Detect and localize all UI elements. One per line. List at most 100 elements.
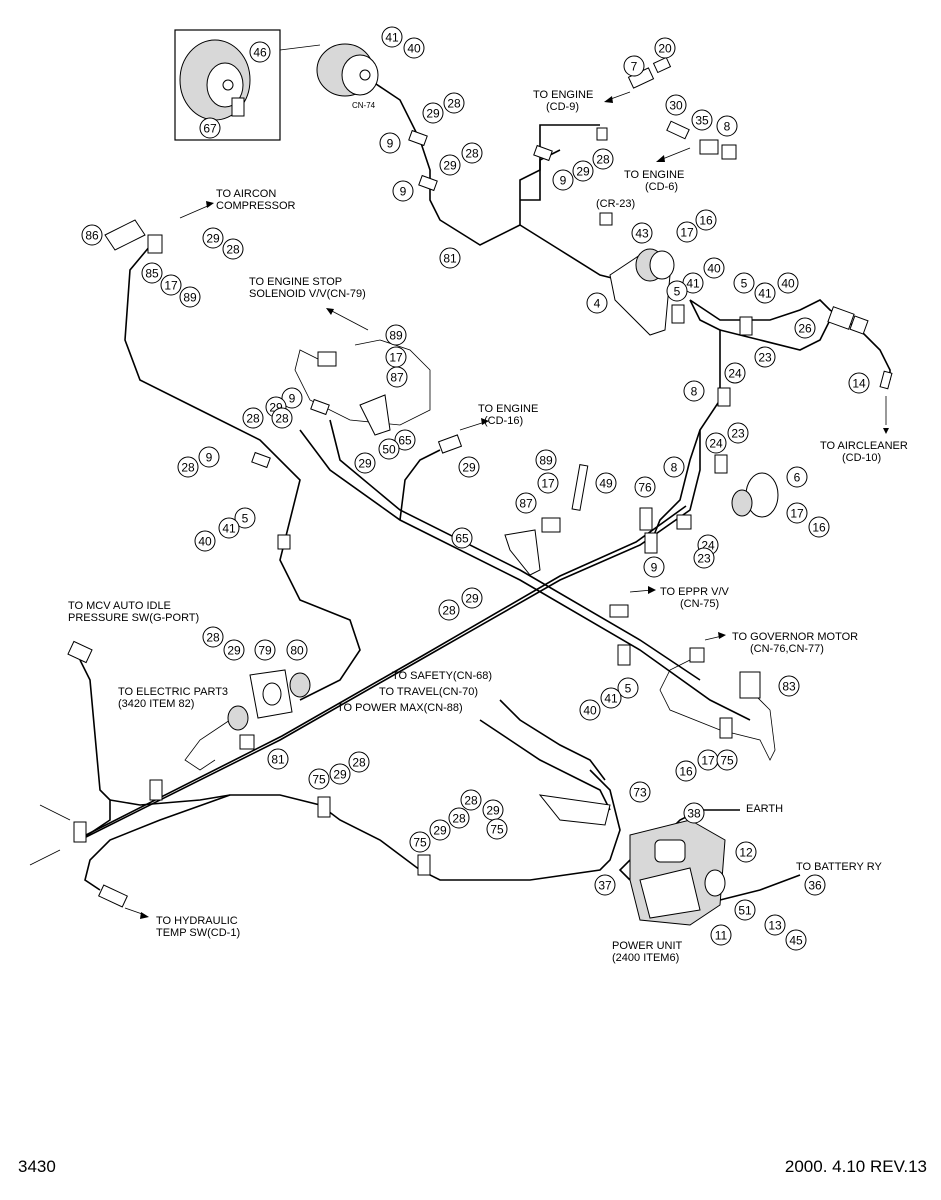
callout-number: 40 [781,277,795,291]
callout-circle [710,924,732,946]
callout-bubble: 50 [378,438,400,460]
callout-number: 12 [739,846,753,860]
label-to-engine-cd9-1: TO ENGINE [533,89,593,101]
callout-bubble: 41 [754,282,776,304]
label-to-engine-cd6-2: (CD-6) [645,181,678,193]
callout-number: 8 [724,120,731,134]
label-to-governor-2: (CN-76,CN-77) [750,643,824,655]
callout-number: 40 [583,704,597,718]
callout-number: 29 [358,457,372,471]
labels: CN-74 TO ENGINE (CD-9) TO ENGINE (CD-6) … [68,89,908,964]
callout-number: 16 [812,521,826,535]
label-to-eppr-1: TO EPPR V/V [660,586,730,598]
callout-number: 89 [389,329,403,343]
callout-number: 28 [181,461,195,475]
callout-number: 49 [599,477,613,491]
callout-circle [663,456,685,478]
callout-bubble: 23 [693,547,715,569]
callout-circle [785,929,807,951]
callout-bubble: 28 [448,807,470,829]
callout-circle [848,372,870,394]
callout-number: 17 [790,507,804,521]
callout-bubble: 75 [486,818,508,840]
parts [29,29,893,926]
callout-circle [461,587,483,609]
label-to-engine-cd9-2: (CD-9) [546,101,579,113]
callout-circle [223,639,245,661]
callout-number: 29 [443,159,457,173]
callout-number: 28 [206,631,220,645]
svg-text:(CD-9): (CD-9) [546,101,579,113]
callout-bubble: 11 [710,924,732,946]
callout-bubble: 86 [81,224,103,246]
label-to-safety: TO SAFETY(CN-68) [392,670,492,682]
callout-number: 17 [701,754,715,768]
callout-circle [179,286,201,308]
callout-circle [535,449,557,471]
callout-circle [592,148,614,170]
callout-bubble: 80 [286,639,308,661]
callout-bubble: 28 [438,599,460,621]
callout-bubble: 24 [705,432,727,454]
callout-number: 28 [465,147,479,161]
callout-number: 41 [686,277,700,291]
callout-number: 79 [258,644,272,658]
callout-bubble: 5 [733,272,755,294]
callout-number: 81 [271,753,285,767]
callout-number: 51 [738,904,752,918]
callout-circle [643,556,665,578]
callout-circle [354,452,376,474]
callout-number: 28 [447,97,461,111]
callout-number: 89 [183,291,197,305]
callout-number: 38 [687,807,701,821]
callout-number: 46 [253,46,267,60]
callout-number: 16 [679,765,693,779]
callout-bubble: 89 [535,449,557,471]
callout-number: 17 [164,279,178,293]
callout-number: 17 [680,226,694,240]
callout-number: 65 [455,532,469,546]
callout-bubble: 49 [595,472,617,494]
callout-bubble: 81 [439,247,461,269]
callout-number: 75 [490,823,504,837]
callout-bubble: 28 [271,407,293,429]
callout-circle [676,221,698,243]
callout-circle [683,380,705,402]
callout-bubble: 9 [198,446,220,468]
svg-text:TO EPPR V/V: TO EPPR V/V [660,586,730,598]
svg-text:(2400 ITEM6): (2400 ITEM6) [612,952,679,964]
callout-circle [666,280,688,302]
callout-circle [460,789,482,811]
callout-circle [808,516,830,538]
callout-bubble: 76 [634,476,656,498]
label-to-engine-cd6-1: TO ENGINE [624,169,684,181]
callout-number: 6 [794,471,801,485]
callout-bubble: 28 [443,92,465,114]
svg-text:TO AIRCON: TO AIRCON [216,188,276,200]
callout-bubble: 29 [429,819,451,841]
callout-bubble: 28 [202,626,224,648]
callout-number: 28 [226,243,240,257]
svg-text:(CD-16): (CD-16) [484,415,523,427]
callout-number: 73 [633,786,647,800]
callout-number: 14 [852,377,866,391]
callout-number: 40 [707,262,721,276]
callout-circle [392,180,414,202]
label-power-unit-2: (2400 ITEM6) [612,952,679,964]
callout-circle [786,466,808,488]
callout-circle [572,160,594,182]
svg-text:(CD-10): (CD-10) [842,452,881,464]
label-to-engine-stop-2: SOLENOID V/V(CN-79) [249,288,366,300]
label-to-hydraulic-2: TEMP SW(CD-1) [156,927,240,939]
callout-circle [194,530,216,552]
callout-bubble: 81 [267,748,289,770]
callout-circle [734,899,756,921]
callout-bubble: 73 [629,781,651,803]
callout-circle [693,547,715,569]
callout-number: 87 [519,497,533,511]
callout-bubble: 38 [683,802,705,824]
callout-circle [777,272,799,294]
label-to-eppr-2: (CN-75) [680,598,719,610]
callout-number: 35 [695,114,709,128]
callout-circle [199,117,221,139]
